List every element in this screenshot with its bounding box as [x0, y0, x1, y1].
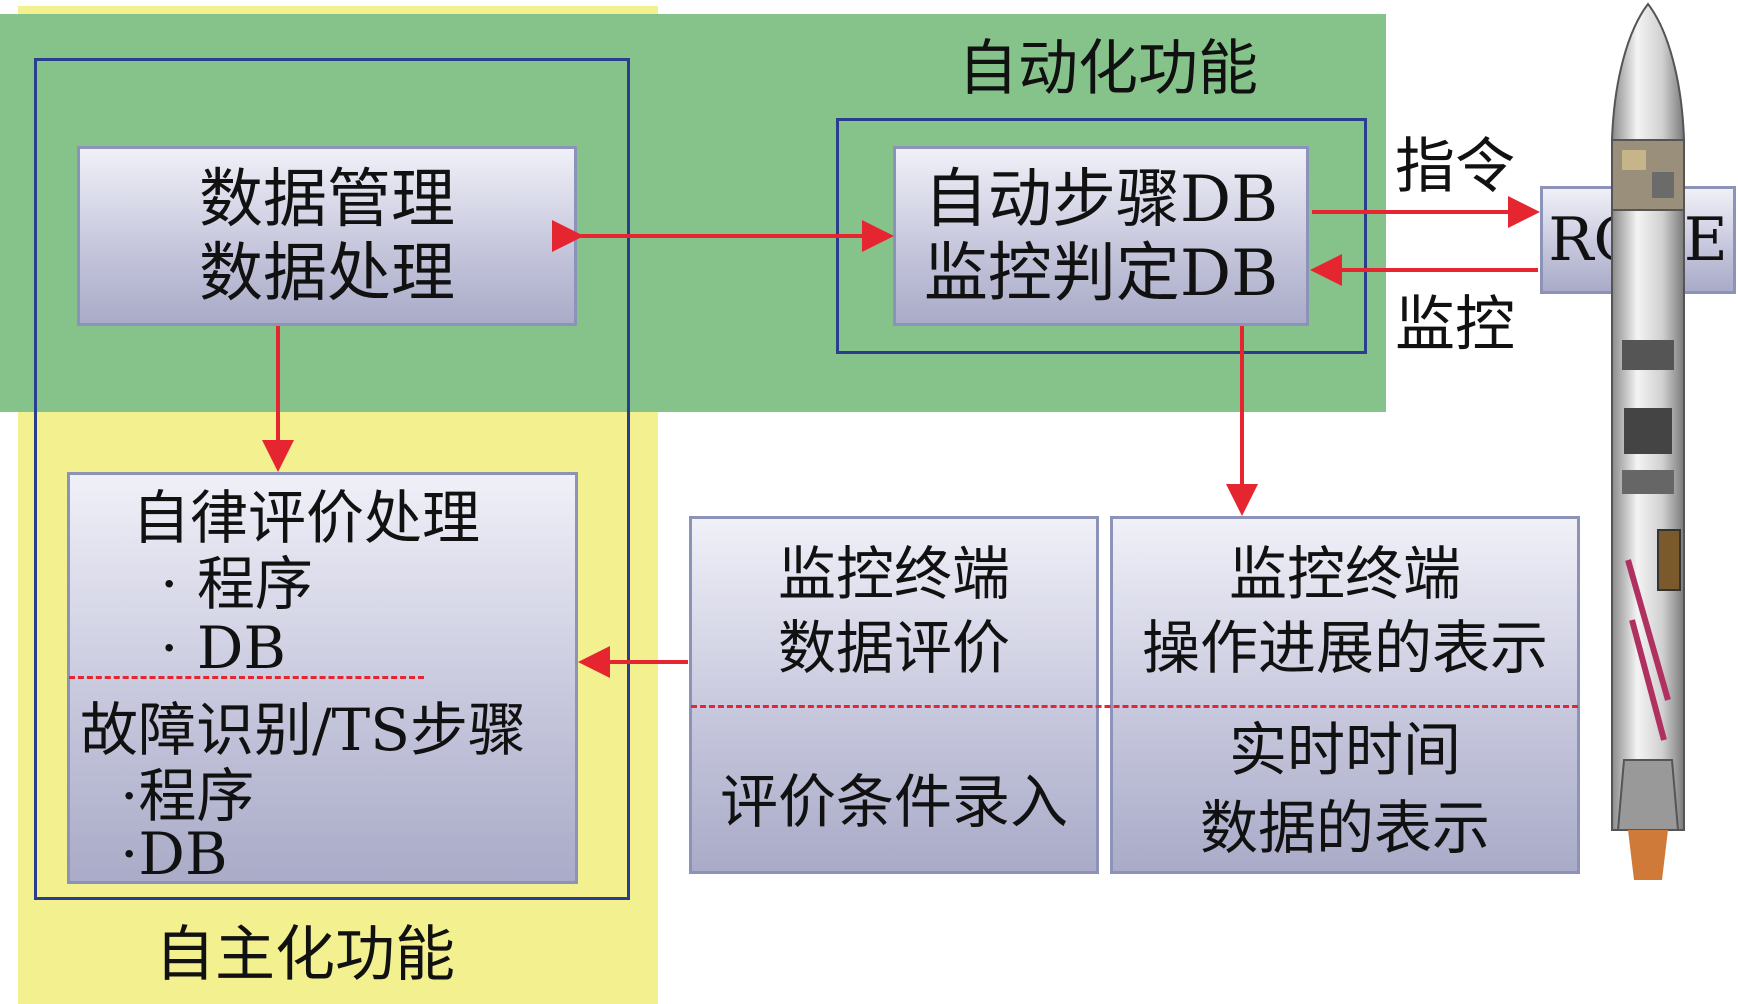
fault-identification-title: 故障识别/TS步骤	[80, 696, 526, 764]
progress-terminal-box: 监控终端 操作进展的表示 实时时间 数据的表示	[1110, 516, 1580, 874]
progress-terminal-line-4: 数据的表示	[1199, 794, 1490, 862]
eval-terminal-line-3: 评价条件录入	[719, 768, 1068, 836]
automation-db-box: 自动步骤DB 监控判定DB	[893, 146, 1309, 326]
automation-db-line-1: 自动步骤DB	[923, 163, 1279, 237]
autonomy-region-label: 自主化功能	[155, 920, 455, 990]
autonomous-eval-divider	[69, 676, 424, 679]
autonomous-eval-title: 自律评价处理	[132, 484, 481, 552]
eval-terminal-line-1: 监控终端	[777, 540, 1010, 608]
terminal-divider	[691, 705, 1578, 708]
automation-db-line-2: 监控判定DB	[923, 237, 1279, 311]
data-management-line-1: 数据管理	[199, 163, 455, 237]
evaluation-terminal-box: 监控终端 数据评价 评价条件录入	[689, 516, 1099, 874]
automation-region-label: 自动化功能	[958, 34, 1258, 104]
data-management-box: 数据管理 数据处理	[77, 146, 577, 326]
fault-identification-item-db: ·DB	[120, 820, 228, 888]
autonomous-eval-item-db: · DB	[160, 614, 286, 682]
monitor-label: 监控	[1395, 290, 1515, 360]
progress-terminal-line-1: 监控终端	[1228, 540, 1461, 608]
progress-terminal-line-3: 实时时间	[1228, 716, 1461, 784]
autonomy-outline	[34, 58, 630, 900]
data-management-line-2: 数据处理	[199, 237, 455, 311]
progress-terminal-line-2: 操作进展的表示	[1141, 614, 1548, 682]
command-label: 指令	[1395, 132, 1515, 202]
fault-identification-item-program: ·程序	[120, 762, 255, 830]
eval-terminal-line-2: 数据评价	[777, 614, 1010, 682]
autonomous-eval-item-program: · 程序	[160, 550, 313, 618]
rocket-illustration	[1610, 2, 1686, 880]
